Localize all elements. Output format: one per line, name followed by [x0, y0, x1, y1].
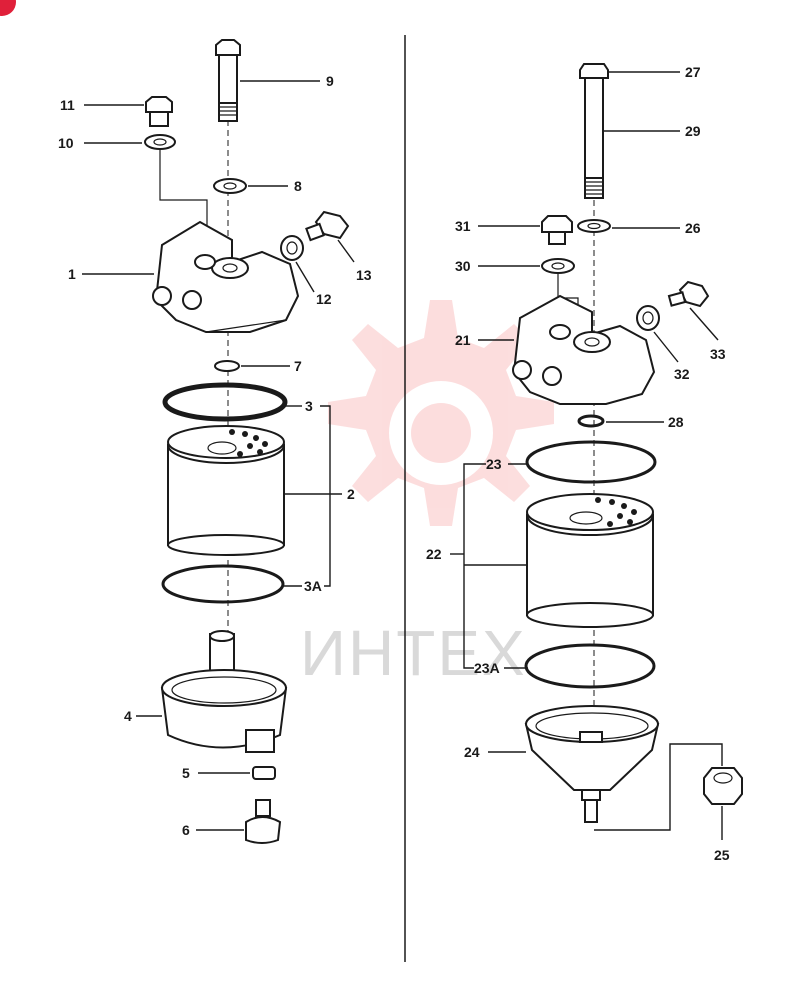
watermark-text: ИНТЕХ	[300, 617, 527, 689]
gasket-part-23	[525, 440, 657, 484]
o-ring-part-7	[214, 360, 240, 372]
right-assembly	[450, 63, 743, 840]
filter-head-part-21	[512, 294, 656, 405]
washer-part-8	[213, 178, 247, 194]
part-label-23A: 23A	[474, 660, 500, 676]
washer-part-30	[541, 258, 575, 274]
part-label-11: 11	[60, 97, 75, 113]
part-label-13: 13	[356, 267, 372, 283]
right-part-labels: 27 29 31 26 30 21 33 32 28 23 22 23A 24 25	[426, 64, 730, 863]
corner-badge-icon	[0, 0, 16, 16]
plug-part-11	[145, 96, 173, 127]
bolt-part-9	[215, 39, 241, 122]
washer-part-10	[144, 134, 176, 150]
fitting-part-33	[667, 280, 710, 308]
part-label-7: 7	[294, 358, 302, 374]
drain-plug-part-6	[245, 799, 282, 844]
part-label-3: 3	[305, 398, 313, 414]
part-label-9: 9	[326, 73, 334, 89]
bowl-part-4	[160, 630, 288, 753]
nut-part-25	[703, 767, 743, 805]
part-label-12: 12	[316, 291, 332, 307]
part-label-21: 21	[455, 332, 471, 348]
gasket-part-23A	[524, 643, 656, 689]
part-label-8: 8	[294, 178, 302, 194]
gasket-part-3	[162, 382, 288, 422]
part-label-25: 25	[714, 847, 730, 863]
filter-element-part-2	[167, 425, 285, 556]
part-label-27: 27	[685, 64, 701, 80]
part-label-29: 29	[685, 123, 701, 139]
bowl-part-24	[524, 705, 660, 823]
part-label-26: 26	[685, 220, 701, 236]
part-label-5: 5	[182, 765, 190, 781]
part-label-23: 23	[486, 456, 502, 472]
fitting-part-13	[305, 210, 350, 242]
part-label-3A: 3A	[304, 578, 322, 594]
part-label-32: 32	[674, 366, 690, 382]
filter-element-part-22	[526, 493, 654, 628]
left-assembly	[82, 39, 355, 844]
part-label-33: 33	[710, 346, 726, 362]
left-part-labels: 9 11 10 8 13 12 1 7 3 2 3A 4 5 6	[58, 73, 372, 838]
part-label-22: 22	[426, 546, 442, 562]
part-label-28: 28	[668, 414, 684, 430]
bolt-part-27	[579, 63, 609, 199]
plug-part-31	[541, 215, 573, 245]
part-label-4: 4	[124, 708, 132, 724]
part-label-31: 31	[455, 218, 471, 234]
filter-head-part-1	[152, 220, 300, 333]
ring-part-12	[280, 235, 304, 261]
ring-part-32	[636, 305, 660, 331]
part-label-24: 24	[464, 744, 480, 760]
part-label-6: 6	[182, 822, 190, 838]
part-label-10: 10	[58, 135, 74, 151]
nut-part-5	[252, 766, 276, 780]
part-label-2: 2	[347, 486, 355, 502]
washer-part-26	[577, 219, 611, 233]
part-label-30: 30	[455, 258, 471, 274]
o-ring-part-28	[577, 414, 605, 428]
part-label-1: 1	[68, 266, 76, 282]
gasket-part-3A	[161, 564, 285, 604]
watermark-gear-icon	[328, 300, 554, 526]
